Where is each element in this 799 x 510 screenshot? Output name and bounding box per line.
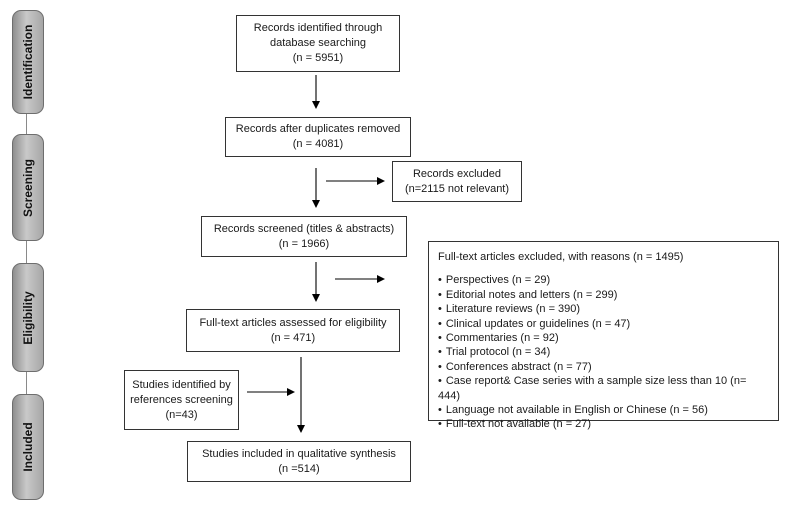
- box-text: references screening: [130, 393, 233, 406]
- stage-identification: Identification: [12, 10, 44, 114]
- box-text: Records identified through: [253, 22, 383, 34]
- reason-item: Full-text not available (n = 27): [438, 417, 770, 431]
- reason-item: Case report& Case series with a sample s…: [438, 374, 770, 403]
- stage-screening: Screening: [12, 134, 44, 241]
- fulltext-assessed-box: Full-text articles assessed for eligibil…: [186, 309, 400, 352]
- box-text: Full-text articles assessed for eligibil…: [199, 316, 387, 329]
- box-text: Studies included in qualitative synthesi…: [202, 447, 396, 460]
- box-count: (n = 1966): [278, 237, 330, 250]
- box-count: (n = 471): [270, 331, 316, 344]
- duplicates-removed-box: Records after duplicates removed (n = 40…: [225, 117, 411, 157]
- reason-item: Editorial notes and letters (n = 299): [438, 288, 770, 302]
- reason-item: Literature reviews (n = 390): [438, 302, 770, 316]
- reason-item: Language not available in English or Chi…: [438, 403, 770, 417]
- reason-item: Commentaries (n = 92): [438, 331, 770, 345]
- box-count: (n = 5951): [292, 52, 344, 64]
- stage-connector: [26, 239, 27, 263]
- box-text: Records screened (titles & abstracts): [213, 222, 395, 235]
- stage-connector: [26, 112, 27, 134]
- reason-item: Clinical updates or guidelines (n = 47): [438, 317, 770, 331]
- box-text: Records after duplicates removed: [235, 123, 401, 135]
- records-screened-box: Records screened (titles & abstracts) (n…: [201, 216, 407, 257]
- box-count: (n=43): [165, 408, 198, 421]
- stage-eligibility: Eligibility: [12, 263, 44, 372]
- box-text: Studies identified by: [132, 378, 231, 391]
- reason-item: Conferences abstract (n = 77): [438, 360, 770, 374]
- box-count: (n=2115 not relevant): [404, 182, 510, 195]
- records-identified-box: Records identified through database sear…: [236, 15, 400, 72]
- box-count: (n =514): [278, 462, 320, 475]
- excluded-reasons-list: Perspectives (n = 29) Editorial notes an…: [438, 273, 770, 431]
- reason-item: Trial protocol (n = 34): [438, 345, 770, 359]
- fulltext-excluded-box: Full-text articles excluded, with reason…: [428, 241, 779, 430]
- excluded-reasons-title: Full-text articles excluded, with reason…: [438, 251, 684, 263]
- box-count: (n = 4081): [292, 138, 344, 150]
- box-text: database searching: [269, 37, 366, 49]
- stage-connector: [26, 370, 27, 394]
- reason-item: Perspectives (n = 29): [438, 273, 770, 287]
- studies-included-box: Studies included in qualitative synthesi…: [187, 441, 411, 482]
- box-text: Records excluded: [412, 167, 502, 180]
- stage-included: Included: [12, 394, 44, 500]
- records-excluded-box: Records excluded (n=2115 not relevant): [392, 161, 522, 202]
- references-screening-box: Studies identified by references screeni…: [124, 370, 239, 430]
